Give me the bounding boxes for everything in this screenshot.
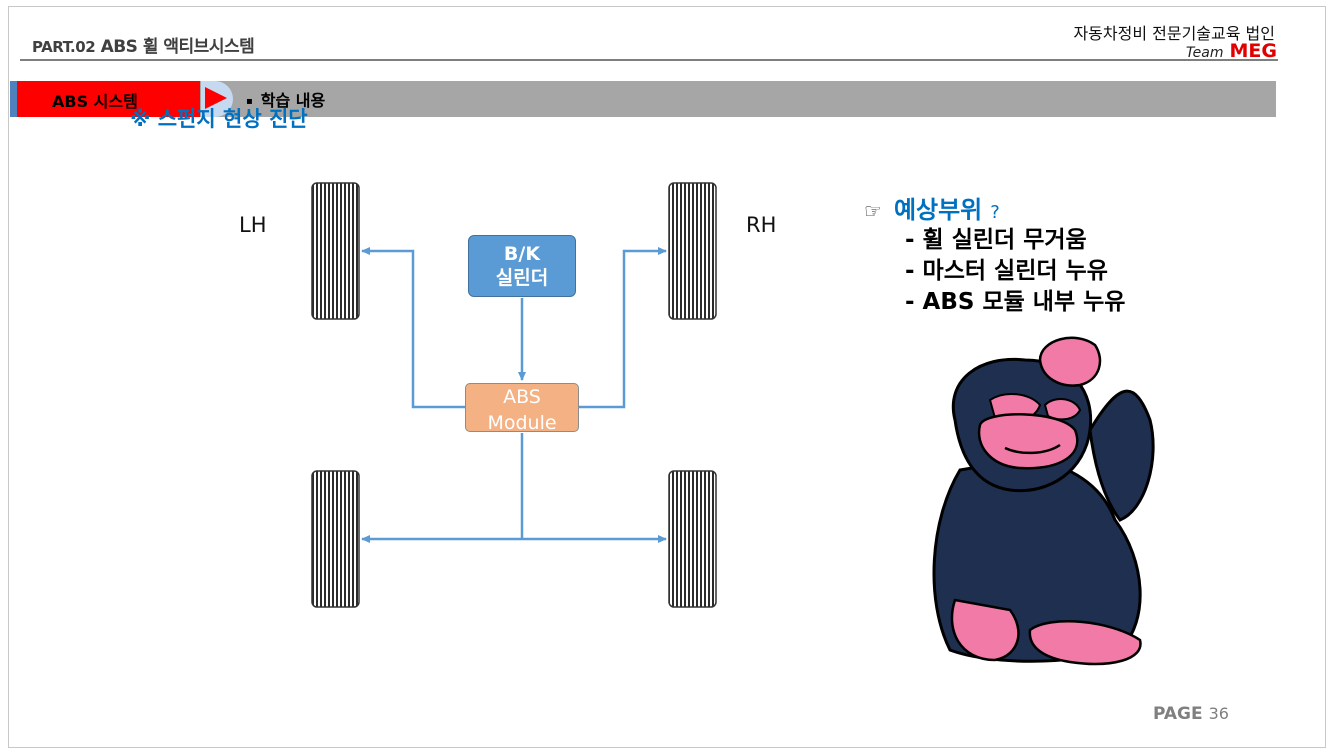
- abs-module-line1: ABS: [503, 386, 541, 408]
- right-side-label: RH: [746, 213, 777, 237]
- page-label: PAGE: [1153, 704, 1203, 724]
- play-arrow-icon: [205, 87, 227, 109]
- expected-cause-item: - 마스터 실린더 누유: [905, 258, 1108, 284]
- title-text: ABS 휠 액티브시스템: [100, 37, 255, 57]
- expected-cause-item: - 휠 실린더 무거움: [905, 227, 1087, 253]
- section-subtitle-text: 학습 내용: [260, 91, 326, 110]
- header-divider: [20, 59, 1278, 61]
- brake-cylinder-line2: 실린더: [495, 267, 549, 289]
- expected-causes-title: 예상부위: [893, 196, 983, 224]
- section-tab: [10, 81, 200, 117]
- team-prefix: Team: [1185, 45, 1224, 61]
- section-subtitle: ▪ 학습 내용: [246, 87, 325, 111]
- organization-name: 자동차정비 전문기술교육 법인: [1073, 24, 1275, 43]
- team-name: MEG: [1229, 40, 1277, 62]
- abs-module-box: ABS Module: [465, 383, 579, 434]
- brake-cylinder-line1: B/K: [503, 243, 541, 265]
- line-abs-to-front-right: [579, 247, 667, 409]
- team-logo: Team MEG: [1186, 40, 1277, 62]
- expected-cause-item: - ABS 모듈 내부 누유: [905, 289, 1126, 315]
- brake-cylinder-box: B/K 실린더: [468, 235, 576, 297]
- square-bullet-icon: ▪: [246, 96, 253, 107]
- expected-causes-heading: ☞ 예상부위?: [864, 190, 1000, 225]
- section-tab-label: ABS 시스템: [52, 92, 138, 111]
- part-label: PART.02: [32, 38, 96, 56]
- abs-module-line2: Module: [487, 412, 557, 434]
- wheel-rear-right: [668, 470, 717, 608]
- pointing-hand-icon: ☞: [864, 199, 882, 223]
- wheel-rear-left: [311, 470, 360, 608]
- gorilla-illustration: [932, 336, 1155, 666]
- wheel-front-right: [668, 182, 717, 320]
- page-number-value: 36: [1208, 704, 1229, 723]
- wheel-front-left: [311, 182, 360, 320]
- left-side-label: LH: [239, 213, 267, 237]
- line-abs-to-front-left: [361, 247, 466, 409]
- page-title: PART.02 ABS 휠 액티브시스템: [32, 32, 255, 57]
- page-number: PAGE 36: [1153, 704, 1229, 724]
- topic-title: ※ 스펀지 현상 진단: [130, 107, 308, 131]
- question-mark: ?: [990, 202, 1000, 223]
